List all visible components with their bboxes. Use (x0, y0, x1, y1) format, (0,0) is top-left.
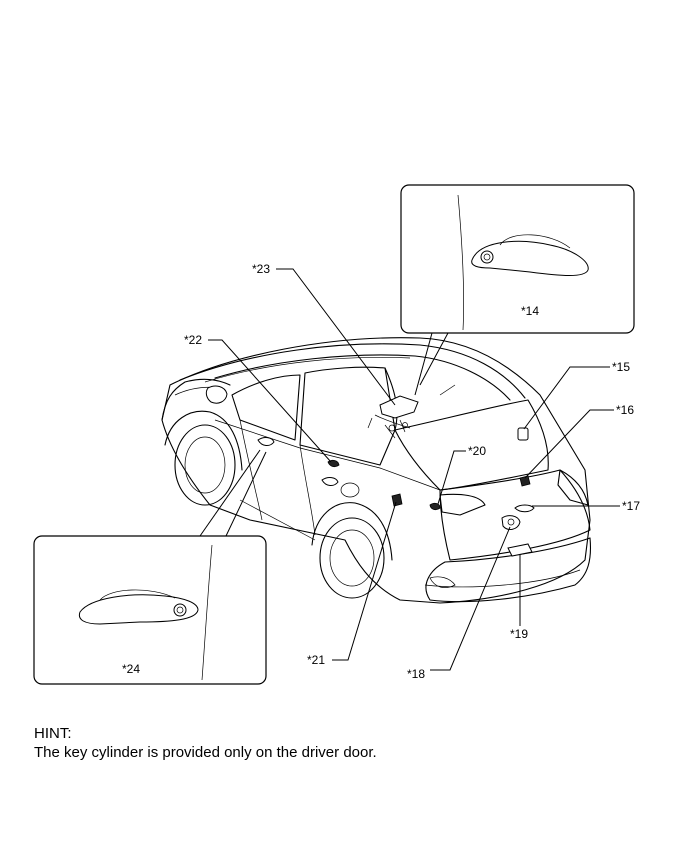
callout-15: *15 (612, 360, 630, 374)
part-15 (517, 427, 529, 441)
inset-14 (400, 184, 635, 334)
parts (327, 395, 535, 557)
callout-16: *16 (616, 403, 634, 417)
callout-labels: *14 *15 *16 *17 *18 *19 *20 *21 *22 *23 … (122, 262, 640, 681)
part-16 (519, 475, 531, 487)
callout-21: *21 (307, 653, 325, 667)
callout-19: *19 (510, 627, 528, 641)
callout-23: *23 (252, 262, 270, 276)
hint-block: HINT: The key cylinder is provided only … (34, 724, 377, 762)
callout-14: *14 (521, 304, 539, 318)
callout-24: *24 (122, 662, 140, 676)
vehicle-illustration (161, 337, 592, 604)
callout-17: *17 (622, 499, 640, 513)
part-18 (501, 515, 521, 530)
part-23-assembly (367, 395, 419, 439)
part-22 (327, 459, 340, 468)
callout-22: *22 (184, 333, 202, 347)
callout-20: *20 (468, 444, 486, 458)
part-21 (391, 493, 403, 507)
hint-text: The key cylinder is provided only on the… (34, 744, 377, 761)
inset-24 (33, 535, 267, 685)
leader-lines (199, 268, 620, 671)
part-19 (507, 543, 533, 557)
part-17 (514, 504, 535, 513)
hint-title: HINT: (34, 725, 72, 742)
part-20 (429, 502, 441, 511)
callout-18: *18 (407, 667, 425, 681)
